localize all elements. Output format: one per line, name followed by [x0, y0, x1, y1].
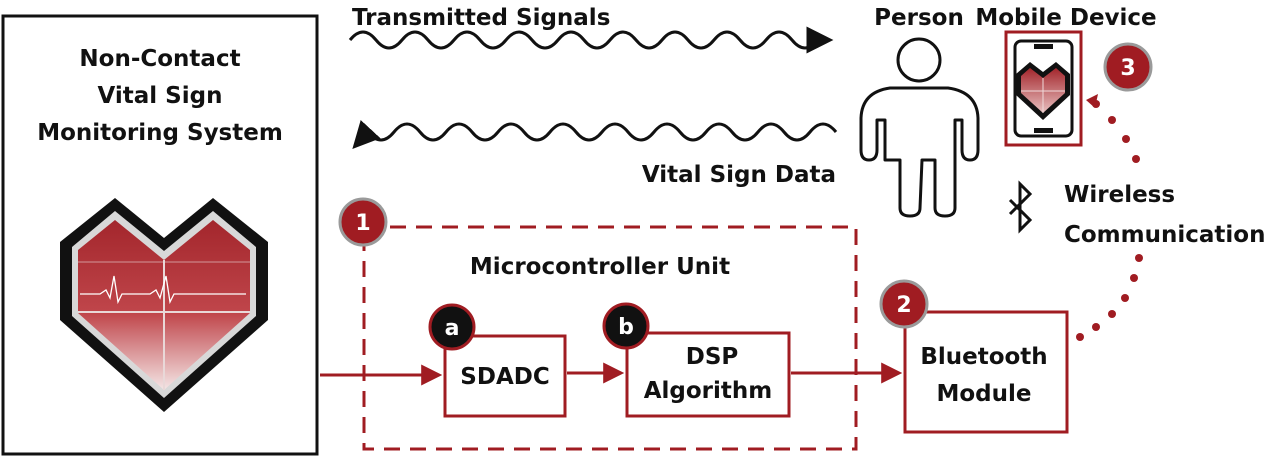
microcontroller-unit-label: Microcontroller Unit: [470, 254, 730, 280]
person-label: Person: [874, 5, 964, 31]
bluetooth-label-line-1: Bluetooth: [920, 344, 1047, 370]
vital-sign-data-label: Vital Sign Data: [642, 162, 836, 188]
svg-text:b: b: [618, 315, 634, 340]
wireless-link-dots: [1076, 100, 1143, 341]
sdadc-block: [443, 334, 567, 418]
badge-a: a: [428, 303, 476, 351]
dsp-algorithm-block: [625, 331, 791, 418]
wireless-label-line-1: Wireless: [1064, 182, 1175, 208]
svg-text:a: a: [445, 316, 460, 341]
heart-monitor-icon: [60, 198, 268, 412]
system-title-line-2: Vital Sign: [98, 83, 223, 109]
mobile-device-icon: [1004, 30, 1083, 147]
bluetooth-label-line-2: Module: [936, 381, 1031, 407]
dsp-label-line-1: DSP: [686, 344, 739, 370]
dsp-label-line-2: Algorithm: [644, 378, 773, 404]
system-title-line-1: Non-Contact: [79, 46, 240, 72]
badge-2: 2: [879, 279, 929, 329]
svg-text:3: 3: [1120, 56, 1135, 81]
badge-1: 1: [338, 197, 388, 247]
transmitted-signal-wave: [348, 26, 834, 54]
sdadc-label: SDADC: [460, 364, 549, 390]
bluetooth-module-block: [903, 310, 1069, 434]
mobile-device-label: Mobile Device: [975, 5, 1156, 31]
person-icon: [859, 37, 980, 218]
vital-signal-wave: [352, 119, 838, 149]
svg-text:2: 2: [896, 293, 911, 318]
svg-text:1: 1: [355, 211, 370, 236]
wireless-label-line-2: Communication: [1064, 222, 1265, 248]
wireless-arrowhead: [1086, 94, 1098, 108]
bluetooth-icon: [1008, 180, 1033, 234]
transmitted-signals-label: Transmitted Signals: [352, 5, 610, 31]
badge-3: 3: [1103, 42, 1153, 92]
system-title-line-3: Monitoring System: [37, 120, 283, 146]
badge-b: b: [602, 302, 650, 350]
microcontroller-unit-box: [362, 225, 858, 451]
signal-flow-arrows: [320, 362, 903, 386]
monitoring-system-box: Non-Contact Vital Sign Monitoring System: [1, 14, 319, 456]
